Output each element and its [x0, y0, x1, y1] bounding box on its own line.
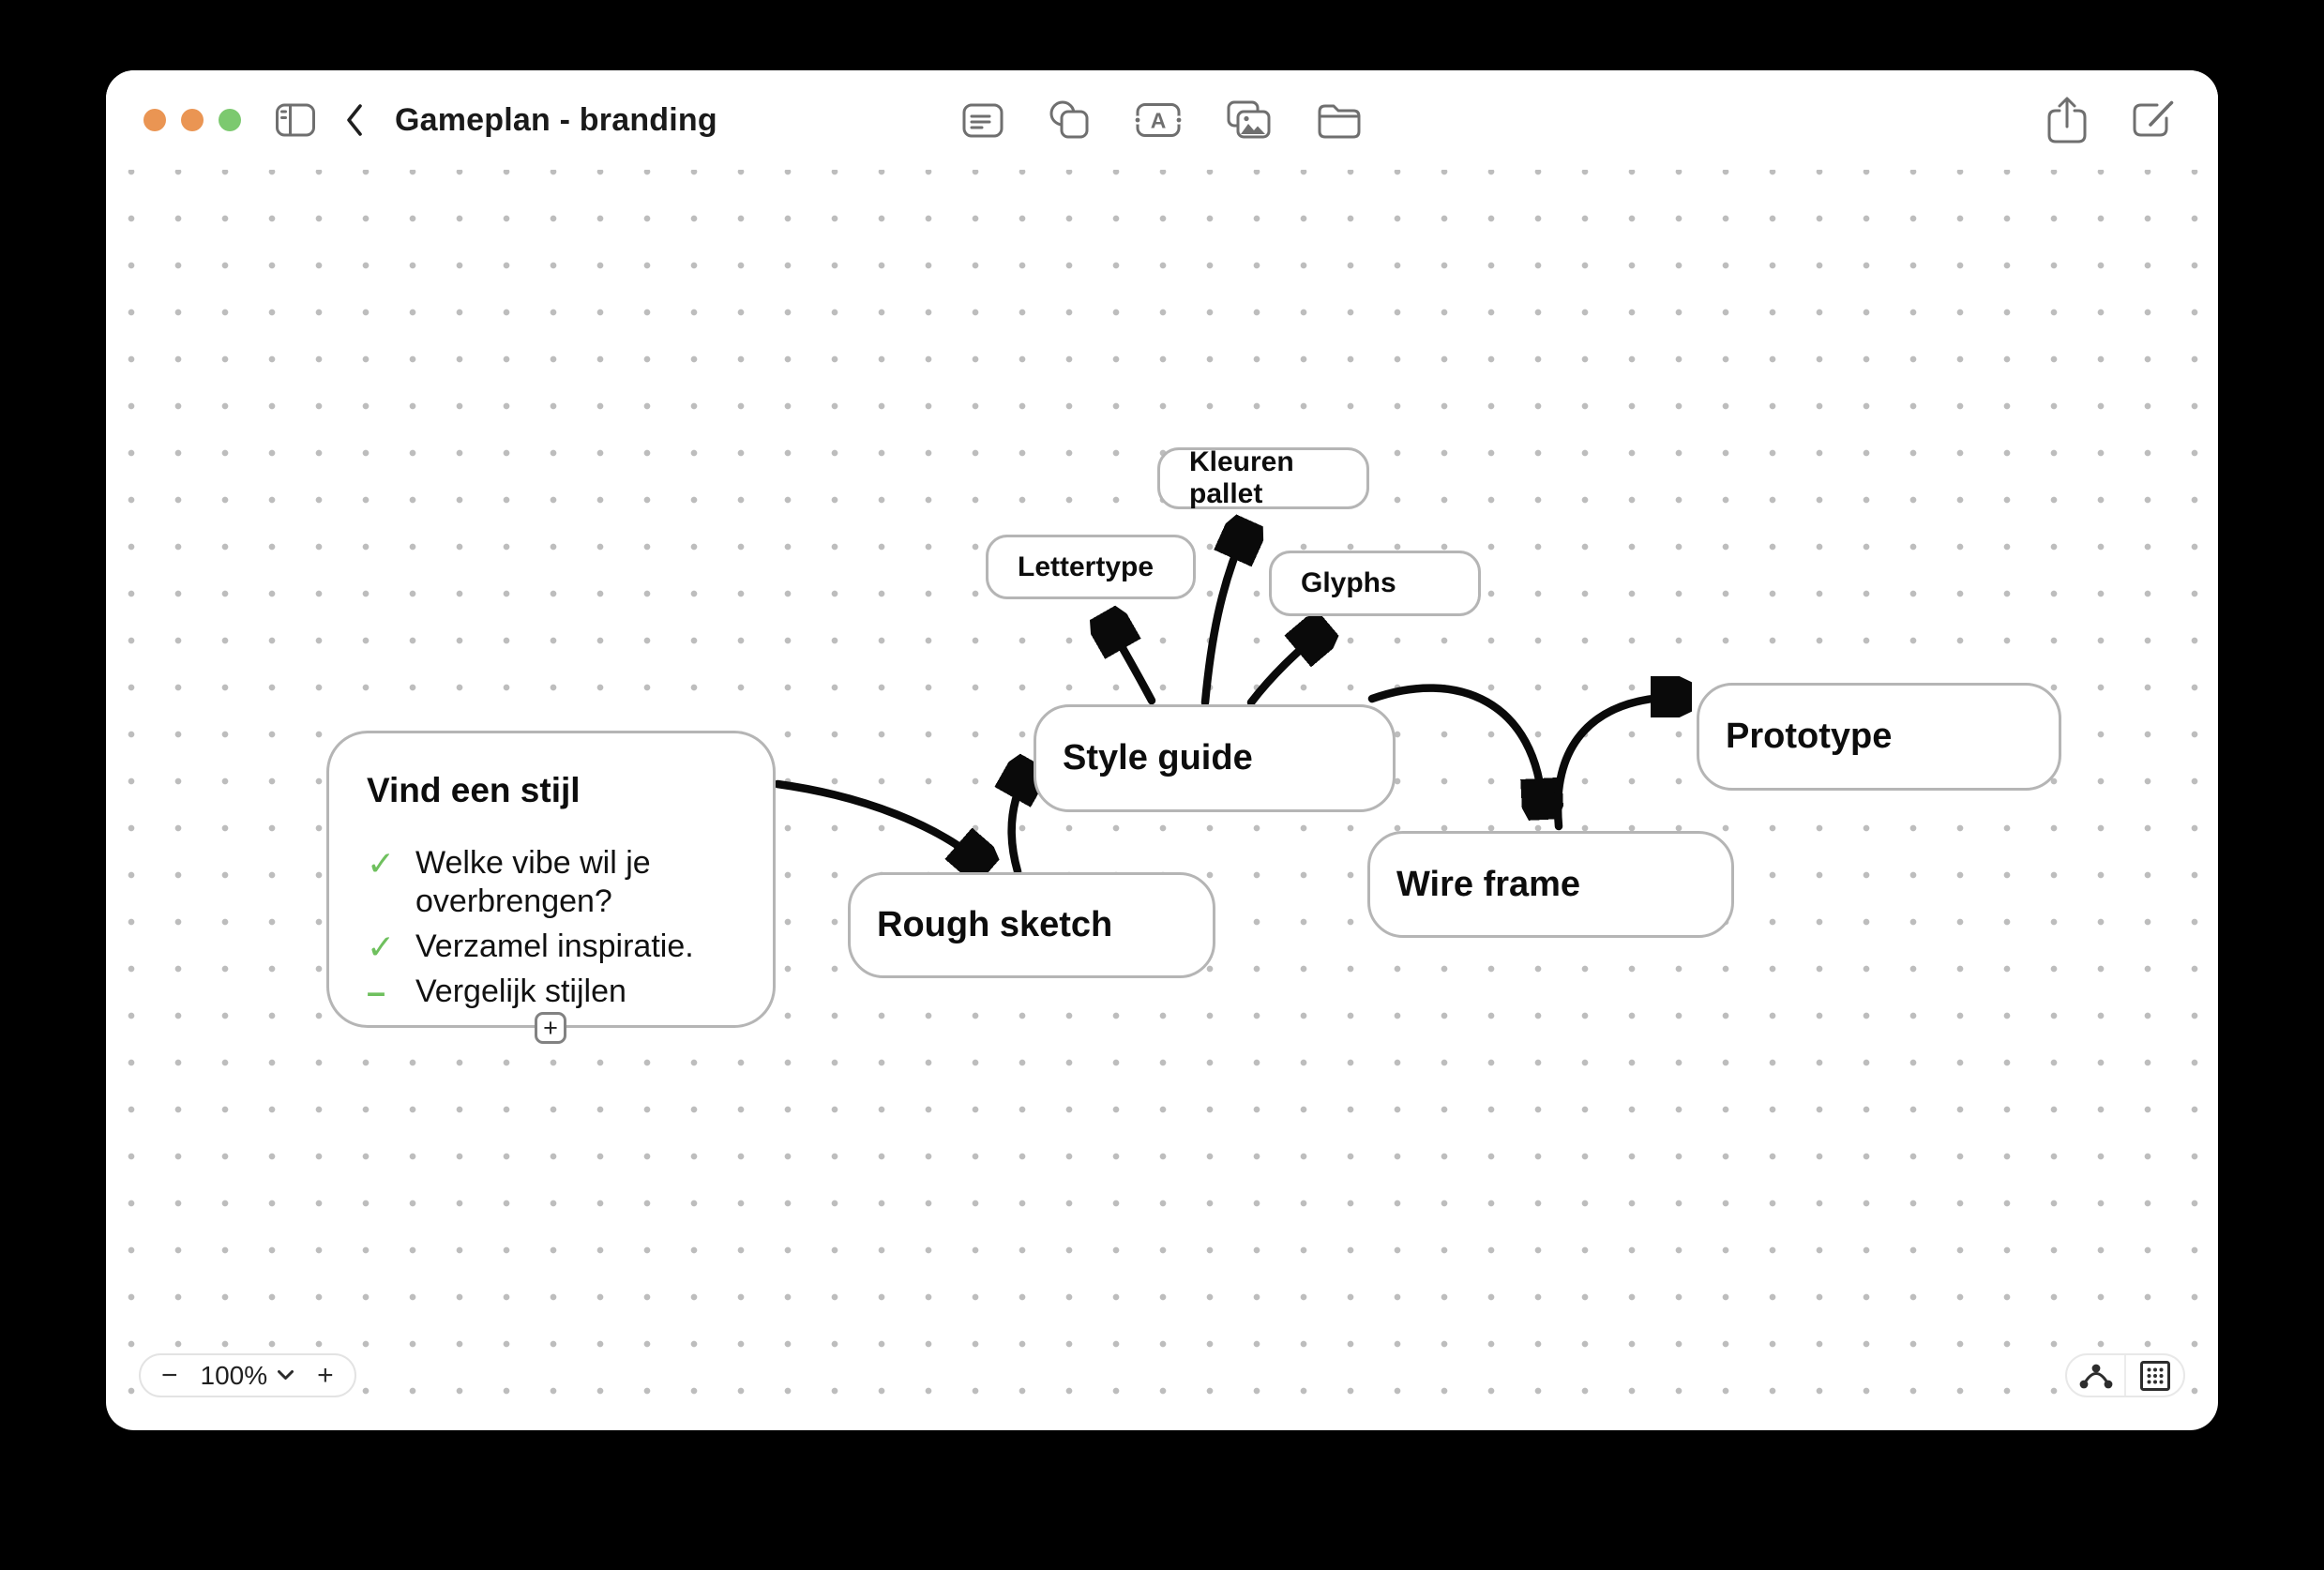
checklist-item: ✓ Verzamel inspiratie. [367, 928, 737, 966]
files-button[interactable] [1316, 100, 1363, 140]
shapes-icon [1049, 100, 1089, 139]
card-title: Vind een stijl [367, 771, 581, 809]
back-button[interactable] [344, 102, 367, 138]
compose-icon [2133, 100, 2174, 137]
connector-mode-button[interactable] [2067, 1355, 2124, 1396]
node-label: Rough sketch [877, 905, 1113, 944]
divider [2124, 1355, 2126, 1396]
checklist-item-text: Welke vibe wil je overbrengen? [415, 845, 651, 919]
connection-arrow-style-guide-to-wire-frame[interactable] [1367, 684, 1543, 809]
titlebar[interactable]: Gameplan - branding [106, 70, 2218, 170]
zoom-level-dropdown[interactable]: 100% [201, 1361, 295, 1391]
chevron-down-icon [278, 1370, 294, 1380]
connection-arrow-rough-sketch-to-style-guide[interactable] [1012, 770, 1028, 876]
card-vind-een-stijl[interactable]: Vind een stijl ✓ Welke vibe wil je overb… [326, 731, 776, 1028]
sticky-note-button[interactable] [961, 101, 1004, 139]
photos-icon [1227, 100, 1271, 139]
close-button[interactable] [143, 109, 166, 131]
share-icon [2047, 97, 2087, 143]
node-prototype[interactable]: Prototype [1697, 683, 2061, 791]
shapes-button[interactable] [1048, 99, 1091, 141]
node-label: Wire frame [1396, 864, 1581, 904]
checklist-item: – Vergelijk stijlen [367, 973, 737, 1011]
connection-arrow-card-to-rough-sketch[interactable] [773, 779, 982, 864]
photos-button[interactable] [1226, 99, 1273, 141]
minimize-button[interactable] [181, 109, 204, 131]
checkmark-icon[interactable]: ✓ [367, 844, 396, 883]
checklist: ✓ Welke vibe wil je overbrengen? ✓ Verza… [367, 844, 737, 1011]
node-wire-frame[interactable]: Wire frame [1367, 831, 1734, 938]
node-rough-sketch[interactable]: Rough sketch [848, 872, 1215, 978]
compose-button[interactable] [2128, 96, 2177, 144]
zoom-in-button[interactable]: + [317, 1359, 334, 1391]
node-label: Glyphs [1301, 567, 1396, 598]
connector-icon [2079, 1364, 2112, 1388]
board-canvas[interactable]: Kleuren pallet Lettertype Glyphs Style g… [106, 170, 2218, 1430]
zoom-control: − 100% + [139, 1353, 356, 1397]
connection-arrow-style-guide-to-lettertype[interactable] [1108, 622, 1156, 705]
insert-toolbar: A [961, 70, 1363, 170]
share-button[interactable] [2044, 95, 2090, 145]
text-icon-letter: A [1151, 109, 1167, 133]
sidebar-toggle-icon [276, 103, 315, 137]
text-box-button[interactable]: A [1134, 101, 1183, 139]
canvas-options [2065, 1353, 2185, 1397]
sticky-note-icon [962, 103, 1004, 138]
text-box-icon: A [1134, 103, 1183, 137]
back-chevron-icon [347, 104, 362, 136]
connection-arrow-style-guide-to-glyphs[interactable] [1246, 631, 1321, 707]
add-connected-card-button[interactable]: + [535, 1012, 566, 1044]
freeform-window: Gameplan - branding [106, 70, 2218, 1430]
files-icon [1318, 104, 1361, 139]
node-lettertype[interactable]: Lettertype [986, 535, 1196, 599]
dot-grid-icon [2139, 1360, 2170, 1391]
diagram-connections [773, 170, 2218, 1430]
titlebar-actions [2044, 70, 2177, 170]
node-glyphs[interactable]: Glyphs [1269, 551, 1481, 616]
dash-icon[interactable]: – [367, 973, 386, 1011]
board-title: Gameplan - branding [395, 101, 717, 138]
connection-arrow-wire-frame-to-prototype[interactable] [1553, 697, 1682, 831]
checkmark-icon[interactable]: ✓ [367, 928, 396, 966]
node-label: Kleuren pallet [1189, 446, 1294, 509]
node-kleuren-pallet[interactable]: Kleuren pallet [1157, 446, 1369, 509]
zoom-level-value: 100% [200, 1360, 268, 1390]
node-label: Lettertype [1018, 551, 1154, 582]
traffic-lights [143, 109, 241, 131]
checklist-item: ✓ Welke vibe wil je overbrengen? [367, 844, 737, 921]
checklist-item-text: Verzamel inspiratie. [415, 928, 694, 964]
node-label: Style guide [1063, 738, 1253, 777]
zoom-out-button[interactable]: − [161, 1359, 178, 1391]
sidebar-toggle-button[interactable] [275, 102, 316, 138]
dot-grid-toggle-button[interactable] [2126, 1355, 2183, 1396]
node-label: Prototype [1726, 717, 1893, 756]
connection-arrow-style-guide-to-kleuren-pallet[interactable] [1200, 530, 1245, 707]
zoom-window-button[interactable] [219, 109, 241, 131]
checklist-item-text: Vergelijk stijlen [415, 974, 626, 1009]
node-style-guide[interactable]: Style guide [1034, 704, 1396, 812]
plus-icon: + [543, 1013, 558, 1042]
